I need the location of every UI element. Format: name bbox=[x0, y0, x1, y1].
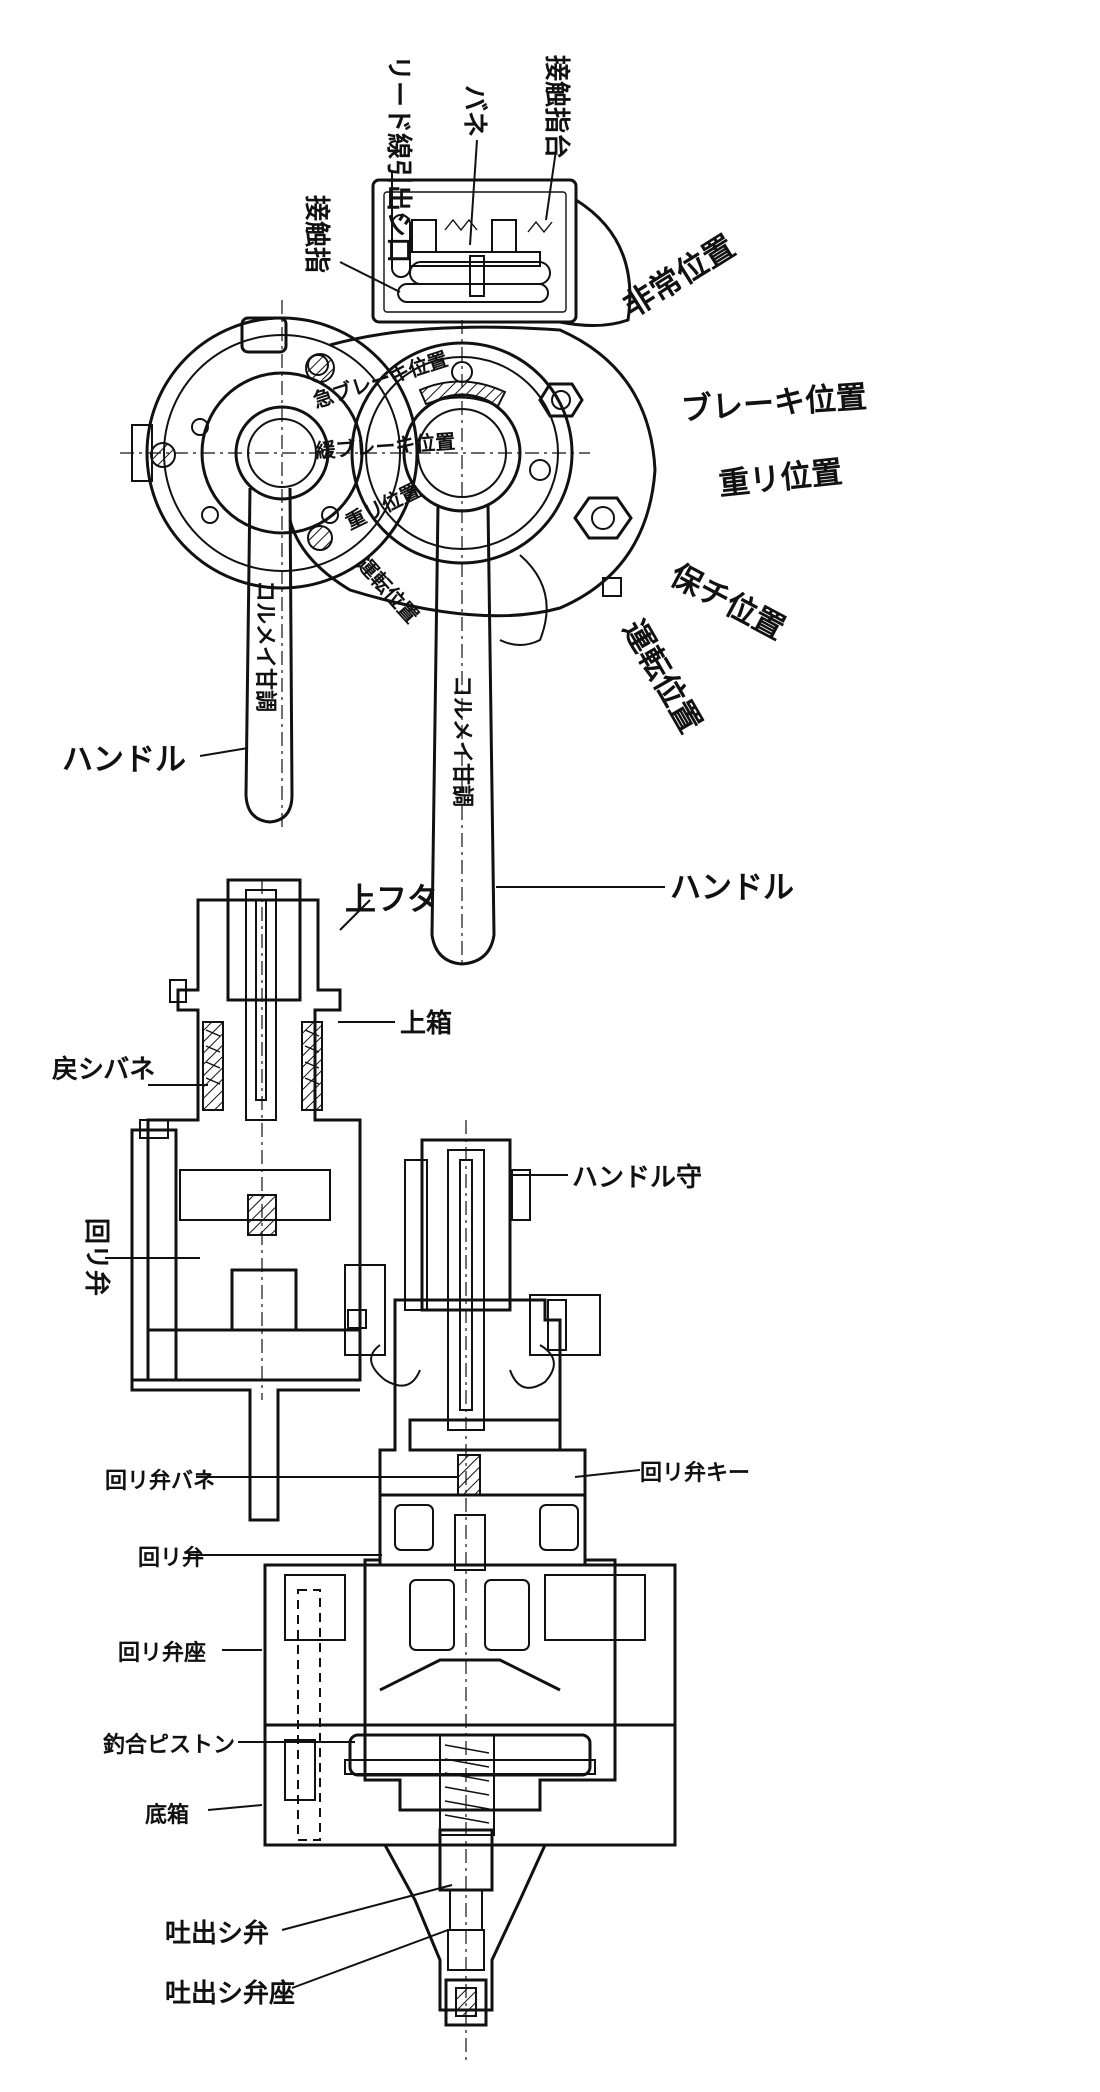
section-view-leaders bbox=[105, 899, 641, 1989]
section-view bbox=[105, 878, 677, 2060]
label-spring-top: バネ bbox=[459, 85, 489, 137]
label-discharge-valve-seat: 吐出シ弁座 bbox=[165, 1978, 295, 2009]
lower-housing bbox=[263, 1138, 677, 2027]
label-contact-finger: 接触指 bbox=[301, 195, 331, 273]
label-bottom-body: 底箱 bbox=[145, 1802, 189, 1828]
left-handle-assembly bbox=[131, 316, 419, 824]
label-return-spring: 戻シバネ bbox=[52, 1055, 155, 1085]
label-top-cover: 上フタ bbox=[345, 882, 438, 918]
label-brake-position: ブレーキ位置 bbox=[680, 379, 868, 428]
top-view bbox=[120, 139, 665, 966]
label-handle-left: ハンドル bbox=[62, 742, 186, 778]
upper-housing bbox=[130, 878, 386, 1522]
label-lap-position: 重リ位置 bbox=[717, 454, 844, 503]
label-emergency-position: 非常位置 bbox=[617, 229, 741, 325]
top-view-leaders bbox=[199, 139, 665, 888]
label-rotary-valve-spring: 回リ弁バネ bbox=[105, 1468, 215, 1494]
label-handle-engraving-right: コルメイ甘調 bbox=[449, 675, 475, 807]
label-handle-right: ハンドル bbox=[670, 870, 794, 906]
label-upper-body: 上箱 bbox=[400, 1008, 452, 1039]
label-rotary-valve-seat: 回リ弁座 bbox=[118, 1640, 206, 1666]
label-lead-wire-outlet: リード線引出シ口 bbox=[383, 55, 414, 263]
label-handle-seat: ハンドル守 bbox=[572, 1162, 702, 1193]
right-handle-assembly bbox=[288, 325, 657, 966]
label-holding-position: 保チ位置 bbox=[664, 557, 790, 647]
label-rotary-valve: 回リ弁 bbox=[138, 1545, 204, 1571]
label-contact-base: 接触指台 bbox=[541, 55, 572, 159]
label-handle-engraving-left: コルメイ甘調 bbox=[252, 580, 278, 712]
label-equalizing-piston: 釣合ピストン bbox=[103, 1732, 235, 1758]
label-discharge-valve: 吐出シ弁 bbox=[165, 1918, 269, 1949]
label-rotary-valve-key: 回リ弁キー bbox=[640, 1460, 750, 1486]
label-rotary-valve-upper: 回リ弁 bbox=[81, 1218, 112, 1296]
labels: リード線引出シ口 バネ 接触指台 接触指 非常位置 ブレーキ位置 重リ位置 保チ… bbox=[52, 55, 868, 2009]
label-inner-running: 運転位置 bbox=[352, 552, 423, 628]
label-running-position: 運転位置 bbox=[615, 614, 708, 739]
label-inner-brake: 緩ブレーキ位置 bbox=[315, 429, 456, 463]
